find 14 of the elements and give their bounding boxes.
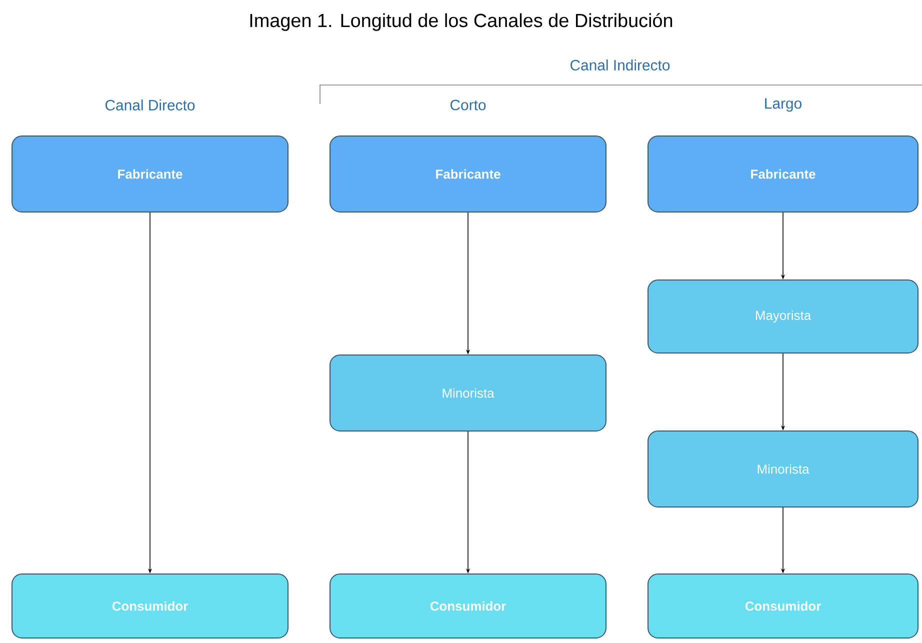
process-box: Fabricante	[648, 136, 918, 212]
process-box: Minorista	[330, 354, 606, 432]
column-heading: Largo	[762, 97, 804, 113]
title: Imagen 1. Longitud de los Canales de Distribución	[250, 13, 672, 31]
process-box: Fabricante	[330, 136, 606, 212]
process-box: Consumidor	[12, 574, 288, 638]
process-box: Mayorista	[648, 280, 918, 354]
process-box: Consumidor	[648, 574, 918, 638]
process-box: Fabricante	[12, 136, 288, 212]
column-heading: Corto	[448, 98, 488, 112]
process-box: Minorista	[648, 430, 918, 508]
column-heading: Canal Directo	[104, 98, 196, 112]
column-heading: Canal Indirecto	[568, 58, 672, 72]
process-box: Consumidor	[330, 574, 606, 638]
